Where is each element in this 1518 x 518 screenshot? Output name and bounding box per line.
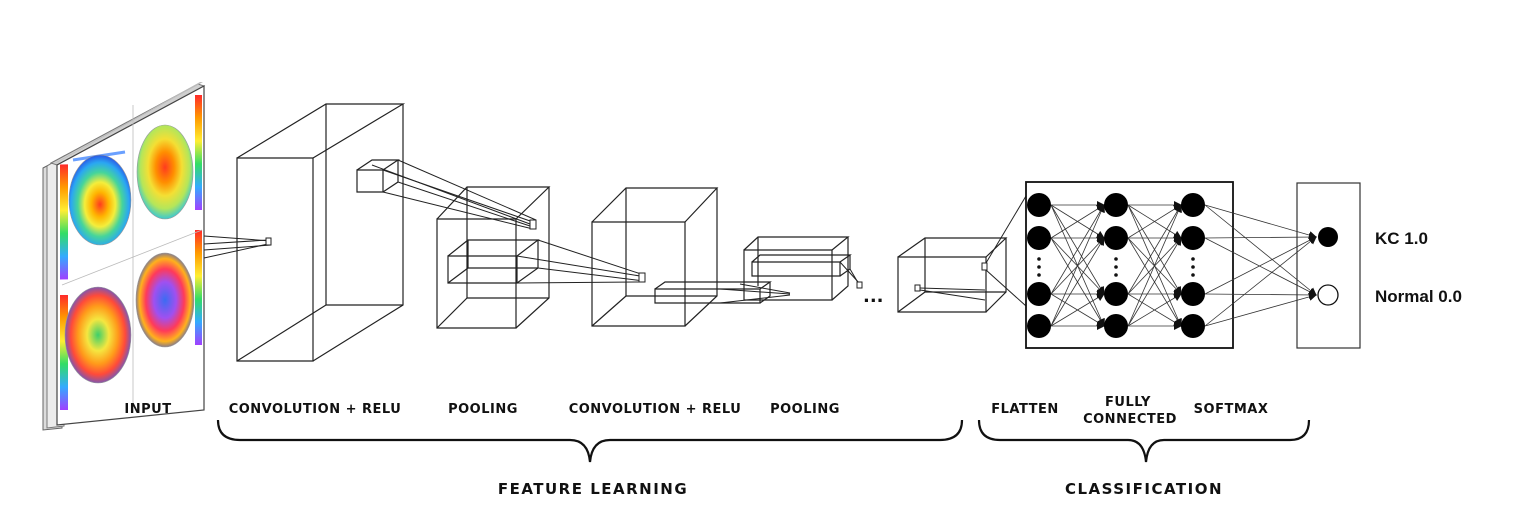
output-neuron-kc bbox=[1318, 227, 1338, 247]
output-connection-edge bbox=[1204, 293, 1317, 327]
conv1-feature-maps bbox=[236, 103, 406, 362]
neuron-ellipsis-dot bbox=[1114, 257, 1118, 261]
network-connections bbox=[1050, 201, 1317, 330]
classification-network-frame bbox=[1025, 181, 1234, 349]
network-neurons bbox=[1027, 193, 1205, 338]
input-image-stack bbox=[42, 82, 206, 431]
neuron-ellipsis-dot bbox=[1114, 265, 1118, 269]
output-neuron-normal bbox=[1317, 284, 1339, 306]
label-softmax: SOFTMAX bbox=[1194, 402, 1269, 417]
conv1-kernel-window bbox=[356, 159, 400, 193]
output-label-normal: Normal 0.0 bbox=[1375, 287, 1462, 306]
classification-brace bbox=[977, 419, 1311, 463]
pool1-feature-maps bbox=[436, 186, 551, 329]
output-connection-edge bbox=[1204, 204, 1317, 239]
output-connection-edge bbox=[1204, 233, 1317, 242]
connection-edge bbox=[1050, 204, 1105, 239]
connection-edge bbox=[1127, 204, 1182, 295]
neuron bbox=[1027, 193, 1051, 217]
label-fully-connected-1: FULLY bbox=[1105, 395, 1151, 410]
connection-edge bbox=[1127, 237, 1182, 327]
neuron bbox=[1027, 314, 1051, 338]
pool2-feature-maps bbox=[743, 236, 850, 301]
label-pool1: POOLING bbox=[448, 402, 518, 417]
neuron bbox=[1104, 282, 1128, 306]
pool2-kernel-window bbox=[751, 254, 852, 277]
final-feature-maps bbox=[897, 237, 1008, 313]
neuron bbox=[1181, 226, 1205, 250]
connection-edge bbox=[1127, 293, 1182, 327]
conv2-feature-maps bbox=[591, 187, 719, 327]
pool1-kernel-window bbox=[447, 239, 540, 284]
label-pool2: POOLING bbox=[770, 402, 840, 417]
neuron bbox=[1104, 193, 1128, 217]
connection-edge bbox=[1050, 293, 1105, 327]
neuron-ellipsis-dot bbox=[1037, 257, 1041, 261]
connection-edge bbox=[1050, 237, 1105, 327]
conv2-to-pool2-rays bbox=[719, 283, 791, 304]
label-fully-connected-2: CONNECTED bbox=[1083, 412, 1177, 427]
neuron bbox=[1181, 314, 1205, 338]
feature-learning-brace bbox=[216, 419, 964, 463]
label-conv2: CONVOLUTION + RELU bbox=[569, 402, 742, 417]
label-conv1: CONVOLUTION + RELU bbox=[229, 402, 402, 417]
neuron-ellipsis-dot bbox=[1037, 273, 1041, 277]
neuron bbox=[1027, 282, 1051, 306]
final-map-rays bbox=[914, 195, 1027, 307]
output-connection-edge bbox=[1204, 237, 1317, 296]
section-feature-learning: FEATURE LEARNING bbox=[498, 480, 688, 498]
pool2-to-next-rays bbox=[839, 261, 863, 289]
section-classification: CLASSIFICATION bbox=[1065, 480, 1223, 498]
neuron-ellipsis-dot bbox=[1191, 273, 1195, 277]
label-flatten: FLATTEN bbox=[991, 402, 1059, 417]
connection-edge bbox=[1050, 204, 1105, 295]
label-input: INPUT bbox=[124, 402, 171, 417]
output-layer-box bbox=[1296, 182, 1361, 349]
neuron bbox=[1104, 314, 1128, 338]
neuron-ellipsis-dot bbox=[1114, 273, 1118, 277]
neuron-ellipsis-dot bbox=[1037, 265, 1041, 269]
neuron bbox=[1181, 193, 1205, 217]
neuron bbox=[1104, 226, 1128, 250]
connection-edge bbox=[1127, 204, 1182, 327]
connection-edge bbox=[1050, 204, 1105, 327]
neuron bbox=[1027, 226, 1051, 250]
output-label-kc: KC 1.0 bbox=[1375, 229, 1428, 248]
connection-edge bbox=[1127, 204, 1182, 239]
continuation-ellipsis: ... bbox=[863, 286, 884, 307]
neuron-ellipsis-dot bbox=[1191, 257, 1195, 261]
output-connection-edge bbox=[1204, 236, 1317, 295]
neuron-ellipsis-dot bbox=[1191, 265, 1195, 269]
output-connection-edge bbox=[1204, 290, 1317, 299]
neuron bbox=[1181, 282, 1205, 306]
